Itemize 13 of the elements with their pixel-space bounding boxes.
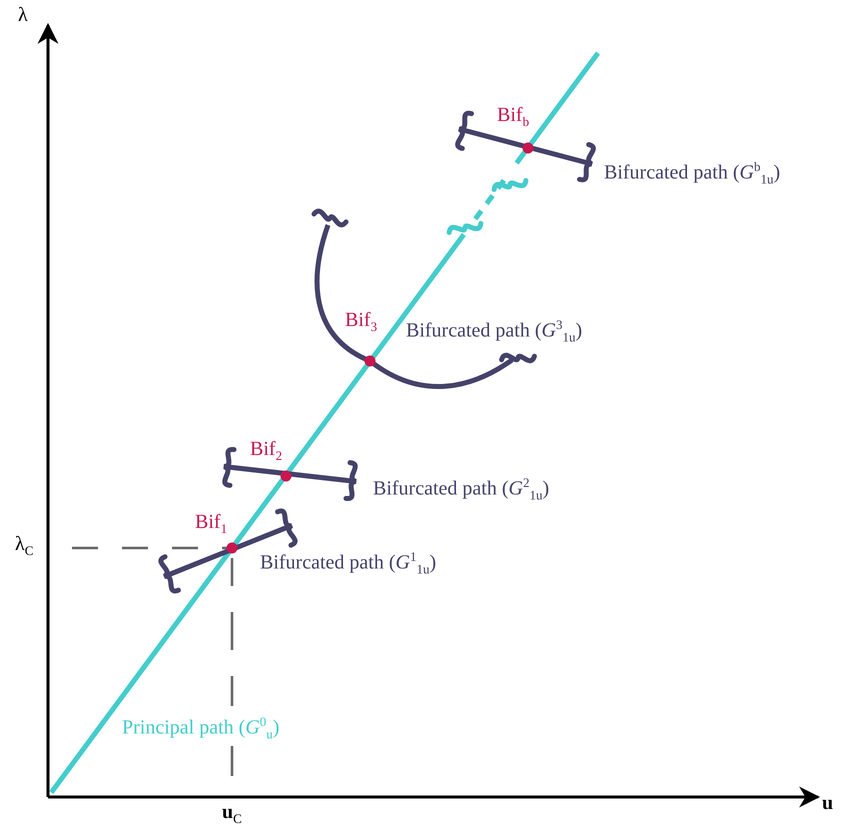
path-label: Bifurcated path (G$^{1}$$_{1u}$) [260, 550, 436, 577]
axis-value-label: λ$_{C}$ [15, 533, 34, 558]
path-label: Bifurcated path (G$^{b}$$_{1u}$) [604, 160, 780, 187]
axis-label: u [822, 792, 834, 814]
bifurcation-label: Bif$_{1}$ [195, 511, 228, 536]
bifurcation-label: Bif$_{2}$ [250, 438, 282, 464]
path-label: Bifurcated path (G$^{3}$$_{1u}$) [406, 318, 582, 345]
path-label: Bifurcated path (G$^{2}$$_{1u}$) [373, 476, 550, 503]
axis-label: λ [18, 4, 28, 26]
path-label: Principal path (G$^{0}$$_{u}$) [122, 715, 280, 742]
bifurcation-label: Bif$_{b}$ [497, 104, 530, 130]
axis-value-label: u$_{C}$ [222, 801, 242, 824]
bifurcation-label: Bif$_{3}$ [345, 309, 378, 334]
